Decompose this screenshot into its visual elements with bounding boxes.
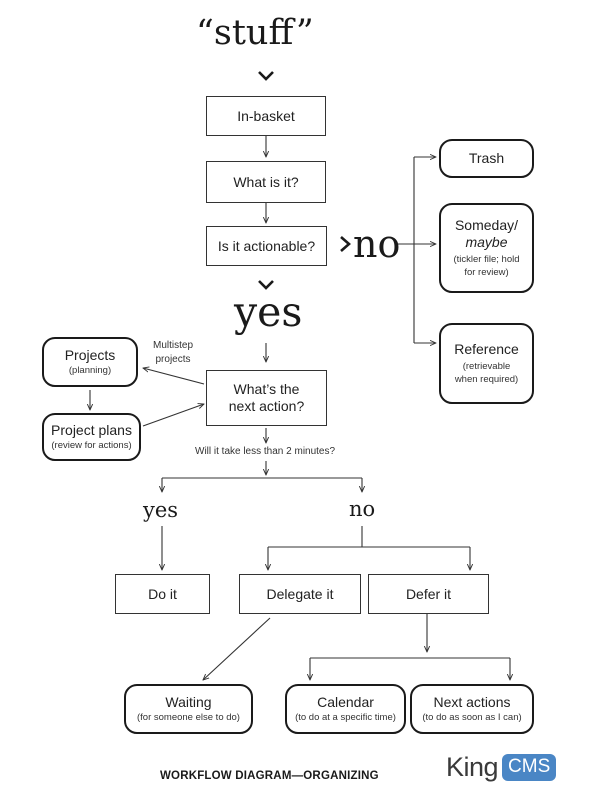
reference-sub: (retrievable [462, 361, 511, 372]
calendar-sub: (to do at a specific time) [295, 712, 396, 723]
stuff-title: “stuff” [196, 13, 314, 53]
waiting-label: Waiting [165, 694, 212, 710]
delegate-label: Delegate it [266, 585, 334, 602]
defer-label: Defer it [405, 585, 452, 602]
trash-box: Trash [439, 139, 534, 178]
no-chevron [340, 236, 351, 252]
reference-sub2: when required) [454, 374, 519, 385]
calendar-label: Calendar [317, 694, 374, 710]
calendar-box: Calendar (to do at a specific time) [285, 684, 406, 734]
reference-label: Reference [454, 341, 519, 357]
yes-big-label: yes [234, 288, 303, 336]
projects-sub: (planning) [68, 365, 112, 376]
multistep-label: Multistep projects [153, 339, 193, 367]
no-small-label: no [349, 497, 376, 521]
waiting-box: Waiting (for someone else to do) [124, 684, 253, 734]
maybe-label: maybe [465, 234, 508, 250]
in-basket-label: In-basket [237, 107, 295, 124]
do-it-label: Do it [148, 585, 177, 602]
diagram-caption: WORKFLOW DIAGRAM—ORGANIZING [160, 770, 379, 782]
trash-label: Trash [468, 150, 505, 166]
someday-box: Someday/ maybe (tickler file; hold for r… [439, 203, 534, 293]
yes-chevron [258, 280, 274, 290]
stuff-chevron [258, 71, 274, 81]
next-action-label: What’s the [233, 381, 300, 397]
projects-label: Projects [64, 347, 116, 363]
project-plans-sub: (review for actions) [51, 440, 132, 451]
delegate-box: Delegate it [239, 574, 361, 614]
multistep-line2: projects [155, 354, 191, 365]
actionable-label: Is it actionable? [217, 237, 316, 254]
defer-box: Defer it [368, 574, 489, 614]
project-plans-label: Project plans [51, 422, 132, 438]
actionable-box: Is it actionable? [206, 226, 327, 266]
what-is-it-box: What is it? [206, 161, 326, 203]
next-action-box: What’s the next action? [206, 370, 327, 426]
kingcms-watermark: King CMS [446, 752, 557, 783]
yes-small-label: yes [143, 498, 179, 522]
projects-box: Projects (planning) [42, 337, 138, 387]
next-actions-box: Next actions (to do as soon as I can) [410, 684, 534, 734]
reference-box: Reference (retrievable when required) [439, 323, 534, 404]
do-it-box: Do it [115, 574, 210, 614]
waiting-sub: (for someone else to do) [137, 712, 240, 723]
next-action-label2: next action? [228, 398, 305, 414]
watermark-cms: CMS [502, 754, 557, 781]
multistep-line1: Multistep [153, 340, 194, 351]
in-basket-box: In-basket [206, 96, 326, 136]
someday-sub: (tickler file; hold [453, 254, 520, 265]
someday-label: Someday/ [454, 217, 519, 233]
watermark-king: King [446, 752, 499, 782]
next-actions-sub: (to do as soon as I can) [422, 712, 522, 723]
no-big-label: no [353, 222, 401, 266]
project-plans-box: Project plans (review for actions) [42, 413, 141, 461]
someday-sub2: for review) [464, 267, 509, 278]
two-minutes-question: Will it take less than 2 minutes? [195, 446, 336, 457]
next-actions-label: Next actions [433, 694, 511, 710]
what-is-it-label: What is it? [233, 173, 299, 190]
